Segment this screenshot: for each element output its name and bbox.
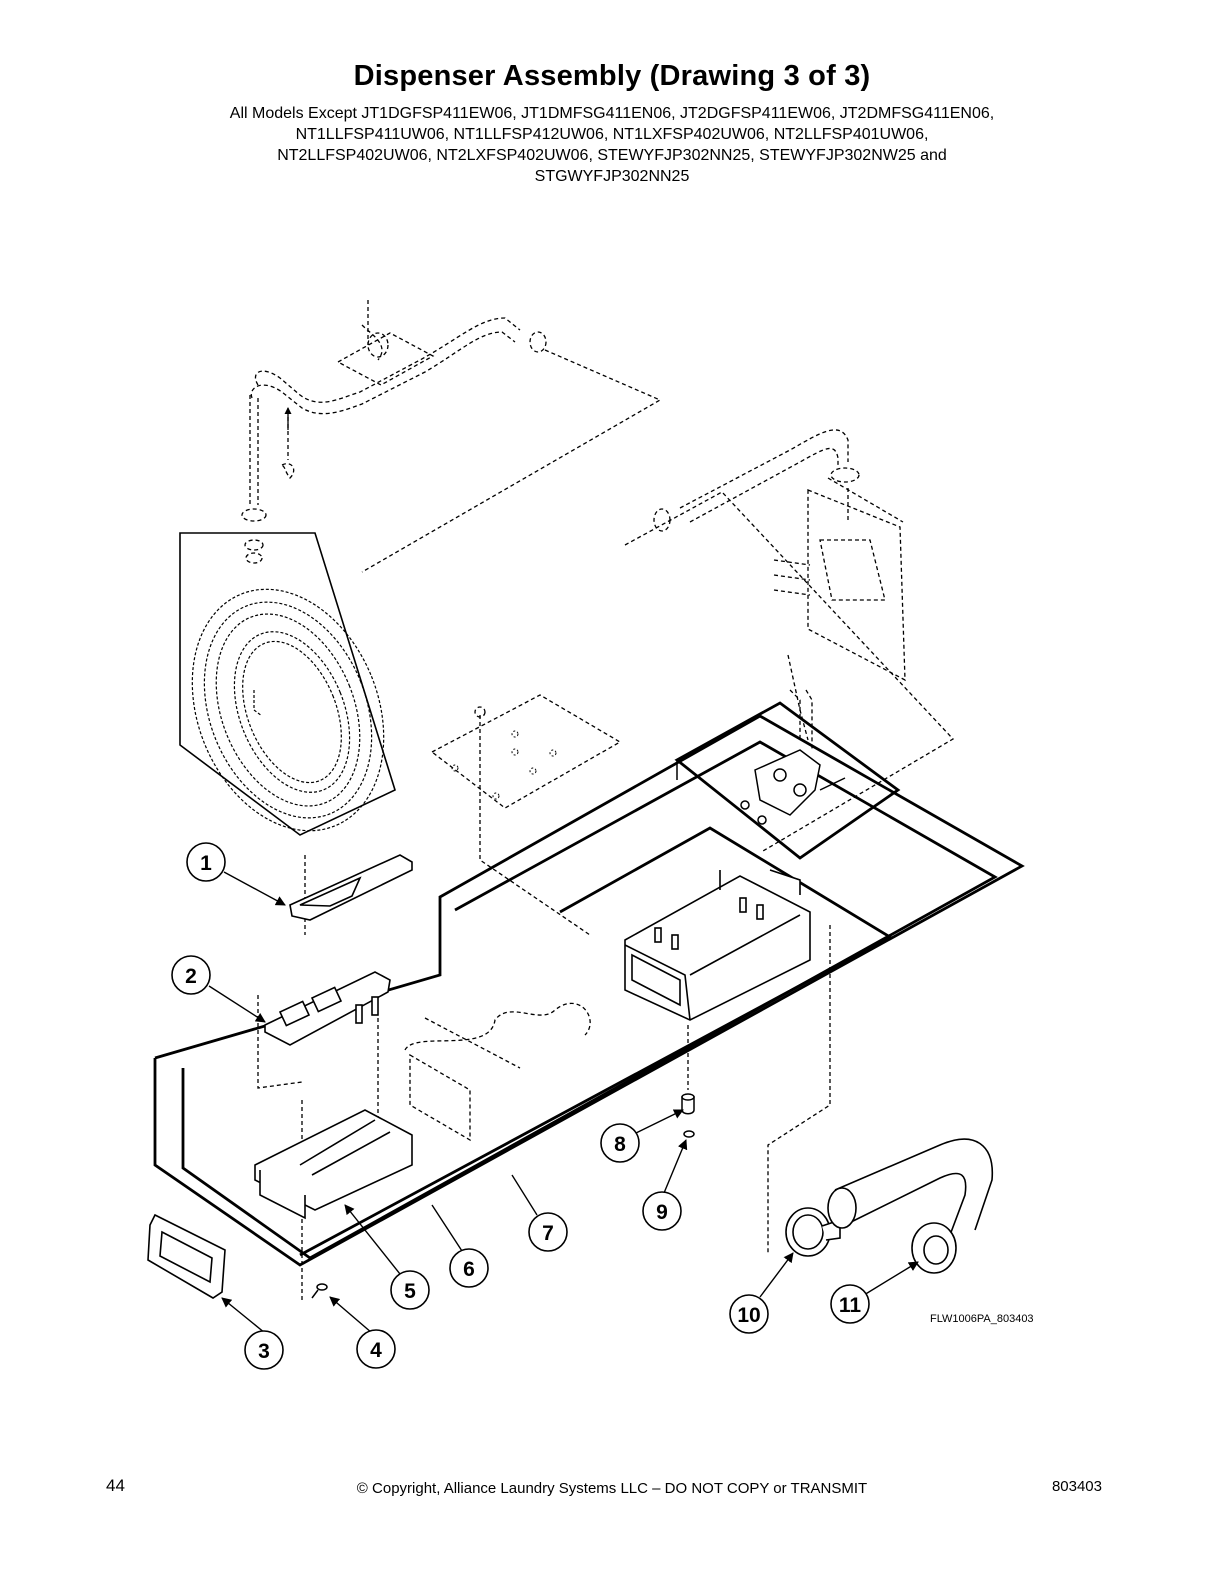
callout-label: 8 xyxy=(614,1133,626,1156)
copyright-notice: © Copyright, Alliance Laundry Systems LL… xyxy=(356,1480,868,1497)
part-4-screw xyxy=(311,1283,328,1299)
part-10-hose-clamp xyxy=(785,1207,841,1257)
page-number: 44 xyxy=(106,1476,125,1495)
callout-label: 4 xyxy=(370,1339,382,1362)
subtitle-line: All Models Except JT1DGFSP411EW06, JT1DM… xyxy=(229,105,995,122)
figure-code: FLW1006PA_803403 xyxy=(930,1313,1034,1325)
callout-3: 3 xyxy=(244,1330,284,1370)
part-9-washer xyxy=(683,1130,695,1138)
callout-label: 2 xyxy=(185,965,197,988)
subtitle-line: STGWYFJP302NN25 xyxy=(534,168,690,185)
callout-7: 7 xyxy=(528,1212,568,1252)
part-8-grommet xyxy=(681,1093,695,1115)
callout-label: 6 xyxy=(463,1258,475,1281)
callout-label: 11 xyxy=(839,1294,862,1317)
page-title: Dispenser Assembly (Drawing 3 of 3) xyxy=(353,60,871,92)
upper-hose-assembly xyxy=(241,300,662,573)
dispenser-body xyxy=(624,869,811,1021)
callout-8: 8 xyxy=(600,1123,640,1163)
callout-9: 9 xyxy=(642,1191,682,1231)
right-hose-assembly xyxy=(624,429,955,852)
part-3-drawer-handle xyxy=(147,1213,226,1299)
subtitle-line: NT2LLFSP402UW06, NT2LXFSP402UW06, STEWYF… xyxy=(277,147,947,164)
water-valve xyxy=(740,749,846,825)
callout-label: 10 xyxy=(737,1304,760,1327)
callout-5: 5 xyxy=(390,1270,430,1310)
cabinet-frame xyxy=(153,701,1025,1267)
callout-1: 1 xyxy=(186,842,226,882)
callout-label: 5 xyxy=(404,1280,416,1303)
callout-label: 3 xyxy=(258,1340,270,1363)
callout-10: 10 xyxy=(729,1294,769,1334)
model-exclusion-list: All Models Except JT1DGFSP411EW06, JT1DM… xyxy=(140,103,1084,187)
callout-label: 7 xyxy=(542,1222,554,1245)
callout-11: 11 xyxy=(830,1284,870,1324)
callout-4: 4 xyxy=(356,1329,396,1369)
callout-label: 1 xyxy=(200,852,212,875)
part-2-dispenser-cover xyxy=(264,971,391,1046)
callout-2: 2 xyxy=(171,955,211,995)
callout-6: 6 xyxy=(449,1248,489,1288)
subtitle-line: NT1LLFSP411UW06, NT1LLFSP412UW06, NT1LXF… xyxy=(295,126,929,143)
callout-leaders xyxy=(208,871,919,1334)
callout-label: 9 xyxy=(656,1201,668,1224)
document-number: 803403 xyxy=(1051,1478,1102,1495)
part-11-drain-hose xyxy=(827,1138,994,1274)
part-1-dispenser-lid xyxy=(289,854,413,921)
part-5-dispenser-tray xyxy=(254,1109,413,1220)
tub-outline xyxy=(179,532,396,836)
